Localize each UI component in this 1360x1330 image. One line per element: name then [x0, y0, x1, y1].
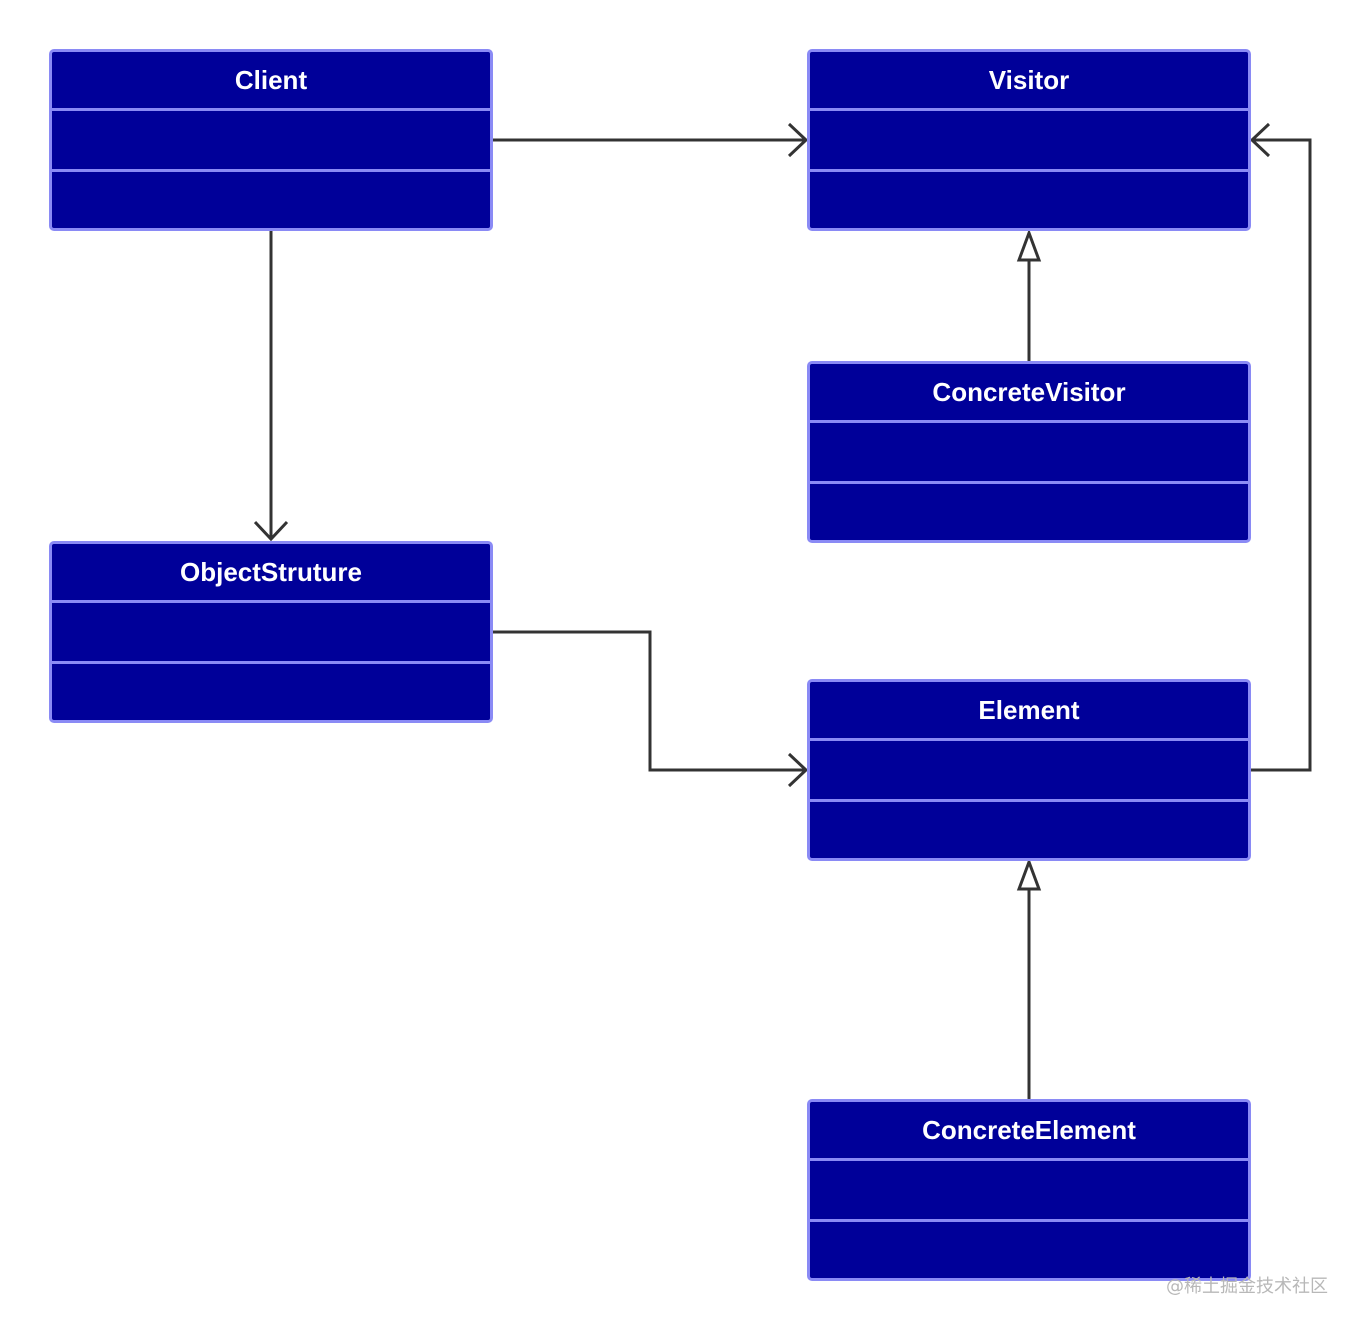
class-name-object-structure: ObjectStruture: [52, 544, 490, 603]
operations-compartment: [810, 484, 1248, 540]
class-name-concrete-element: ConcreteElement: [810, 1102, 1248, 1161]
attributes-compartment: [810, 423, 1248, 484]
operations-compartment: [810, 1222, 1248, 1278]
class-name-element: Element: [810, 682, 1248, 741]
class-name-concrete-visitor: ConcreteVisitor: [810, 364, 1248, 423]
class-box-concrete-element[interactable]: ConcreteElement: [807, 1099, 1251, 1281]
class-name-client: Client: [52, 52, 490, 111]
attributes-compartment: [810, 1161, 1248, 1222]
operations-compartment: [810, 172, 1248, 228]
class-box-concrete-visitor[interactable]: ConcreteVisitor: [807, 361, 1251, 543]
class-box-visitor[interactable]: Visitor: [807, 49, 1251, 231]
connector-concrete-element-to-element: [1016, 857, 1042, 1099]
connector-client-to-visitor: [493, 122, 809, 158]
watermark: @稀土掘金技术社区: [1166, 1276, 1328, 1297]
attributes-compartment: [810, 741, 1248, 802]
operations-compartment: [52, 172, 490, 228]
connector-client-to-object-structure: [253, 231, 289, 542]
attributes-compartment: [52, 603, 490, 664]
connector-element-to-visitor: [1249, 122, 1312, 772]
attributes-compartment: [810, 111, 1248, 172]
operations-compartment: [810, 802, 1248, 858]
class-box-object-structure[interactable]: ObjectStruture: [49, 541, 493, 723]
connector-concrete-visitor-to-visitor: [1016, 228, 1042, 361]
attributes-compartment: [52, 111, 490, 172]
operations-compartment: [52, 664, 490, 720]
connector-object-structure-to-element: [493, 630, 809, 788]
class-box-client[interactable]: Client: [49, 49, 493, 231]
class-name-visitor: Visitor: [810, 52, 1248, 111]
class-box-element[interactable]: Element: [807, 679, 1251, 861]
